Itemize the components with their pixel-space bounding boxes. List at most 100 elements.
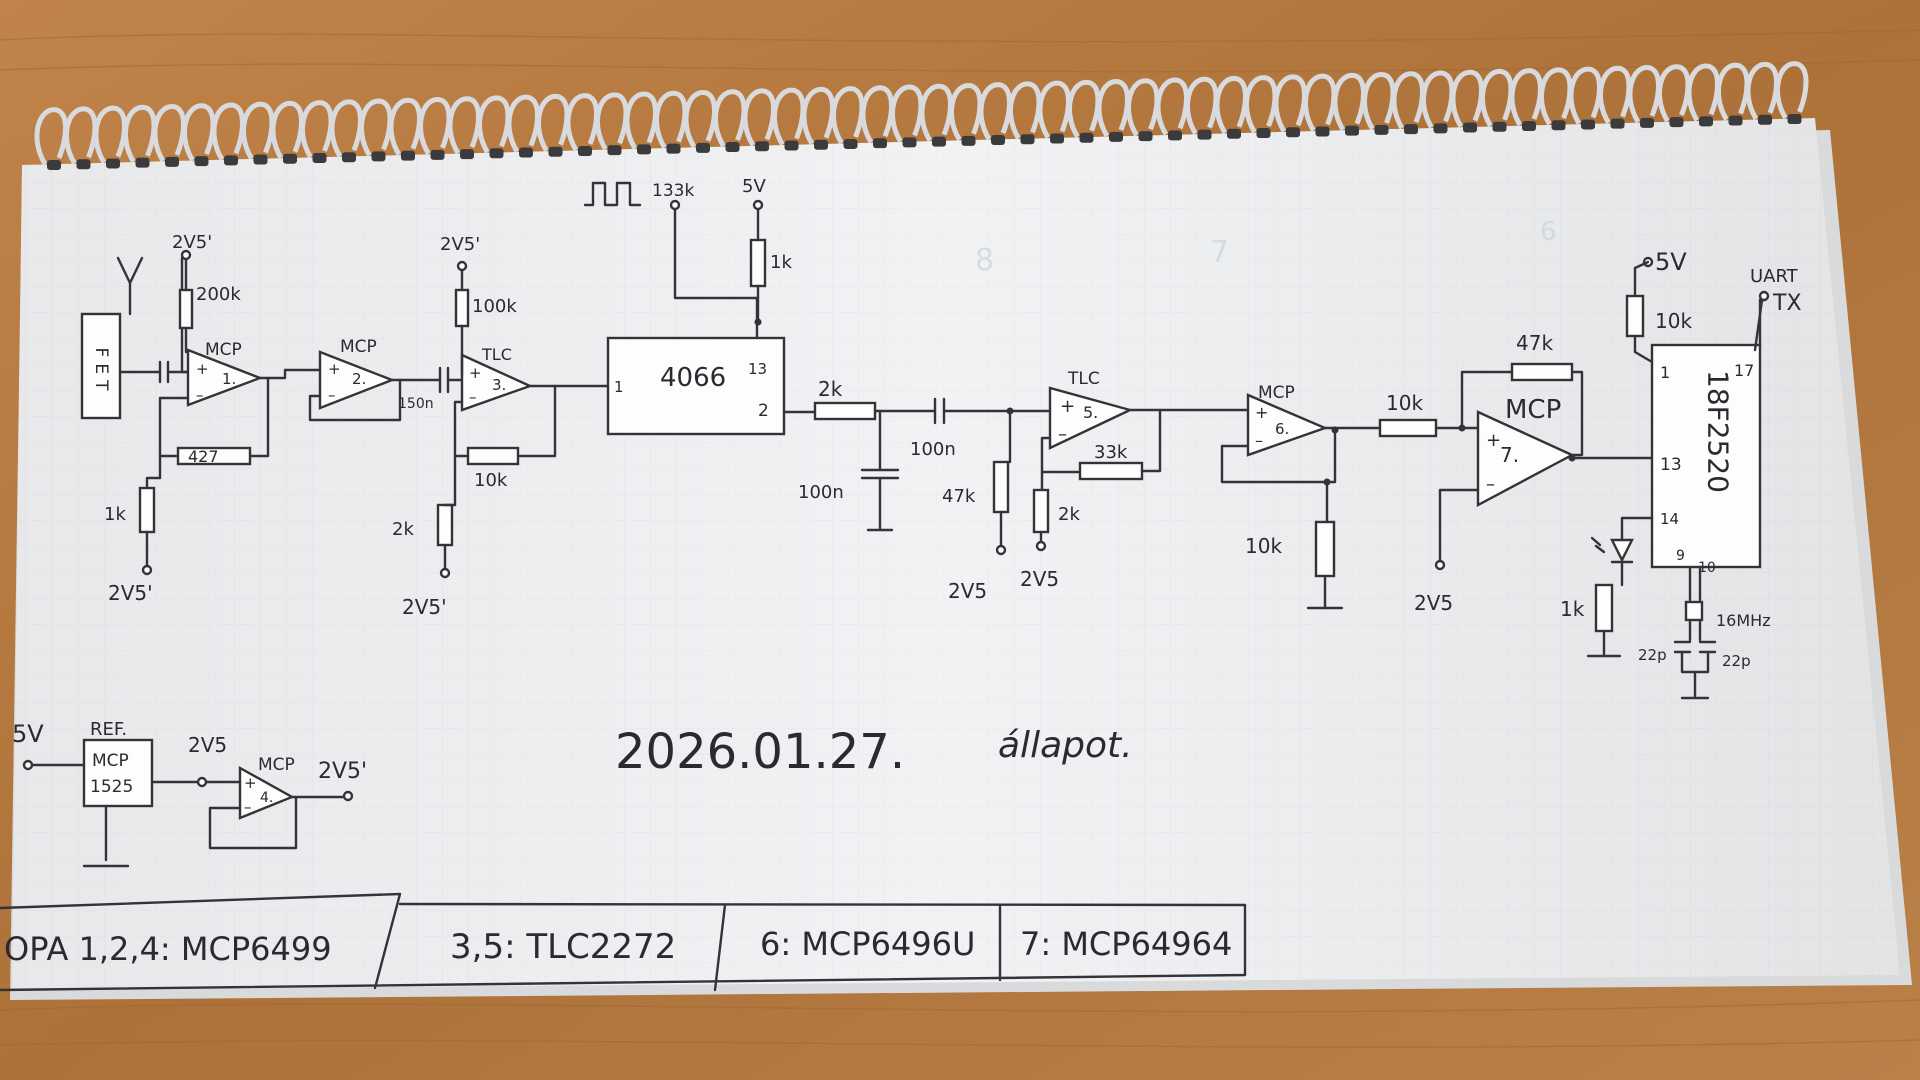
binding-hole	[1492, 121, 1507, 132]
pin-2: 2	[758, 401, 769, 421]
binding-hole	[991, 135, 1005, 146]
svg-text:–: –	[196, 386, 204, 404]
resistor-1k-led: 1k	[1560, 583, 1622, 658]
label-2v5p-b: 2V5'	[108, 581, 153, 605]
opamp-3-number: 3.	[492, 376, 506, 394]
label-33k: 33k	[1094, 442, 1128, 463]
binding-hole	[548, 146, 563, 157]
binding-hole	[1551, 120, 1566, 131]
opamp-4-family: MCP	[258, 755, 295, 775]
mcu-pin-9: 9	[1676, 548, 1685, 564]
label-16mhz: 16MHz	[1716, 611, 1771, 630]
footer-note-2: 3,5: TLC2272	[450, 927, 676, 967]
binding-hole	[578, 145, 592, 156]
binding-hole	[106, 158, 120, 169]
bleed-through: 6 7 8	[975, 217, 1557, 278]
binding-hole	[902, 137, 917, 148]
voltage-reference: 5V REF. MCP 1525 2V5 + – 4. MCP 2V5'	[12, 719, 367, 868]
label-47k-a: 47k	[942, 486, 976, 507]
opamp-7-number: 7.	[1500, 443, 1519, 467]
binding-hole	[843, 138, 858, 149]
label-100n-a: 100n	[798, 482, 844, 503]
opamp-5-number: 5.	[1083, 403, 1098, 422]
svg-text:8: 8	[975, 243, 994, 278]
label-1k-led: 1k	[1560, 597, 1585, 621]
binding-hole	[135, 157, 150, 168]
status-led	[1590, 516, 1654, 587]
label-2v5-a: 2V5	[948, 579, 987, 603]
svg-text:–: –	[1058, 424, 1067, 445]
resistor-47k-b: 47k	[1510, 331, 1574, 382]
binding-hole	[607, 145, 622, 156]
binding-hole	[165, 156, 179, 167]
label-10k-b: 10k	[1245, 534, 1282, 558]
binding-hole	[371, 151, 386, 162]
binding-hole	[1168, 130, 1182, 141]
binding-hole	[283, 153, 297, 164]
label-2k-c: 2k	[1058, 504, 1080, 525]
binding-hole	[1345, 125, 1359, 136]
label-ref-chip-a: MCP	[92, 751, 129, 771]
opamp-1-number: 1.	[222, 370, 236, 388]
binding-hole	[401, 150, 415, 161]
binding-hole	[1610, 118, 1625, 129]
label-5v-mcu: 5V	[1655, 248, 1687, 276]
binding-hole	[1581, 119, 1595, 130]
binding-hole	[696, 142, 710, 153]
label-427: 427	[188, 447, 219, 466]
label-2v5p-buf: 2V5'	[318, 759, 367, 784]
resistor-33k: 33k	[1078, 408, 1162, 481]
opamp-7-family: MCP	[1505, 395, 1561, 425]
label-uart: UART	[1750, 266, 1799, 287]
crystal-16mhz: 16MHz 22p 22p	[1638, 565, 1771, 700]
resistor-427: 427	[158, 376, 270, 466]
label-1k-top: 1k	[770, 252, 792, 273]
binding-hole	[1374, 124, 1389, 135]
binding-hole	[312, 152, 327, 163]
svg-text:–: –	[244, 798, 252, 816]
opamp-5-family: TLC	[1067, 369, 1100, 389]
label-150n: 150n	[398, 396, 434, 412]
binding-hole	[1758, 114, 1772, 125]
label-ref-chip-b: 1525	[90, 777, 133, 797]
binding-hole	[873, 138, 887, 149]
binding-hole	[1079, 132, 1094, 143]
mcu-pin-13: 13	[1660, 455, 1682, 475]
binding-hole	[1433, 123, 1448, 134]
resistor-2k-a: 2k 2V5'	[392, 503, 457, 619]
label-2v5p-a: 2V5'	[172, 232, 212, 253]
spiral-binding	[34, 61, 1809, 170]
fet-sensor: FET	[80, 256, 162, 420]
label-22p-a: 22p	[1638, 646, 1667, 664]
label-2k-a: 2k	[392, 519, 414, 540]
label-133k: 133k	[652, 181, 694, 201]
footer-note-1: OPA 1,2,4: MCP6499	[4, 930, 332, 968]
resistor-100k: 100k 2V5'	[440, 234, 517, 377]
binding-hole	[1109, 131, 1123, 142]
binding-hole	[932, 136, 946, 147]
binding-hole	[814, 139, 828, 150]
label-200k: 200k	[196, 284, 241, 305]
circuit-diagram: FET + – 1. MCP 200k 2V5' 427	[12, 176, 1802, 868]
opamp-5: + – 5. TLC	[1048, 369, 1134, 450]
resistor-10k-a: 10k	[453, 384, 557, 491]
binding-hole	[430, 149, 445, 160]
svg-text:–: –	[469, 388, 477, 406]
label-tx: TX	[1772, 291, 1802, 316]
binding-hole	[755, 141, 769, 152]
footer-note-4: 7: MCP64964	[1020, 925, 1232, 963]
opamp-1: + – 1. MCP	[186, 340, 264, 407]
uart-tx: UART TX	[1750, 266, 1802, 352]
label-5v-ref: 5V	[12, 720, 44, 748]
binding-hole	[1197, 129, 1212, 140]
svg-text:+: +	[1486, 430, 1501, 451]
svg-text:+: +	[328, 360, 341, 378]
binding-hole	[1020, 134, 1035, 145]
capacitor-100n-shunt: 100n	[798, 409, 900, 532]
binding-hole	[224, 155, 238, 166]
binding-hole	[460, 149, 474, 160]
binding-hole	[1787, 113, 1802, 124]
resistor-2k-c: 2k 2V5	[1020, 488, 1080, 591]
binding-hole	[1315, 126, 1330, 137]
wood-grain	[0, 29, 1920, 1048]
